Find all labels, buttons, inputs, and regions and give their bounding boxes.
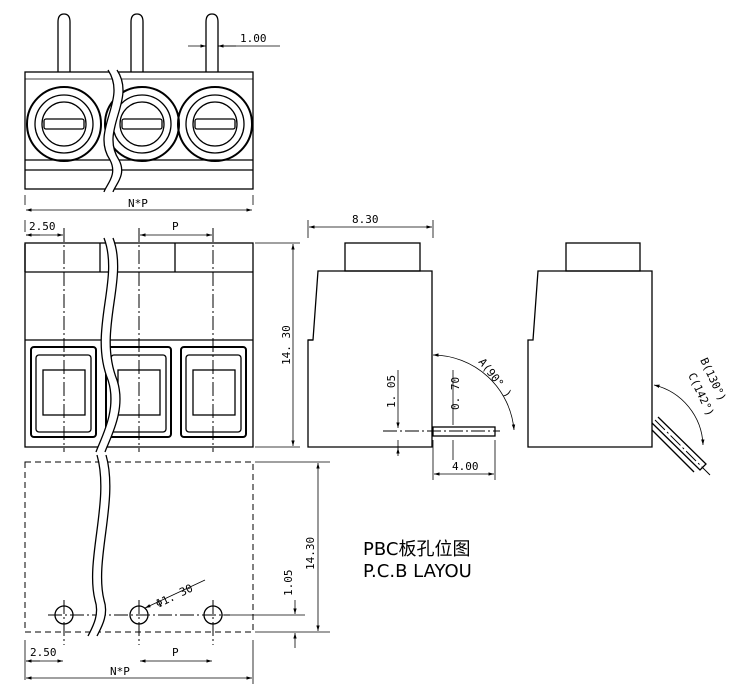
pcb-holes: [48, 600, 230, 645]
dim-pitch: P: [172, 220, 179, 233]
dim-pcb-pitch: P: [172, 646, 179, 659]
side-view-1: 8.30 1. 05 0. 70 4.00 A(90° ): [307, 213, 516, 480]
dim-hole-diameter: Φ1. 30: [154, 582, 195, 611]
dim-height: 14. 30: [280, 325, 293, 365]
screw-heads: [26, 86, 253, 162]
front-view: 2.50 P 14. 30: [24, 220, 300, 453]
dim-pcb-offset: 1.05: [282, 570, 295, 597]
dim-pin-length: 4.00: [452, 460, 479, 473]
dim-edge-offset: 2.50: [29, 220, 56, 233]
pcb-layout: Φ1. 30 14.30 1.05 2.50 P N*P: [24, 454, 330, 684]
dim-pin-offset: 1. 05: [385, 375, 398, 408]
dim-total-length-top: N*P: [128, 197, 148, 210]
dim-pin-diameter: 0. 70: [449, 377, 462, 410]
top-view: 1.00 N*P: [24, 13, 280, 212]
dim-pcb-total-length: N*P: [110, 665, 130, 678]
dim-pcb-height: 14.30: [304, 537, 317, 570]
dim-depth: 8.30: [352, 213, 379, 226]
top-body: [24, 71, 254, 190]
dim-pin-width: 1.00: [240, 32, 267, 45]
dim-angle-a: A(90° ): [476, 356, 515, 401]
pins-top: [57, 13, 219, 72]
layout-title-cn: PBC板孔位图: [363, 539, 470, 560]
layout-title-en: P.C.B LAYOU: [363, 561, 472, 582]
side-view-2: B(130°) C(142°): [527, 242, 729, 476]
dim-pcb-edge-offset: 2.50: [30, 646, 57, 659]
front-body: [24, 242, 254, 448]
